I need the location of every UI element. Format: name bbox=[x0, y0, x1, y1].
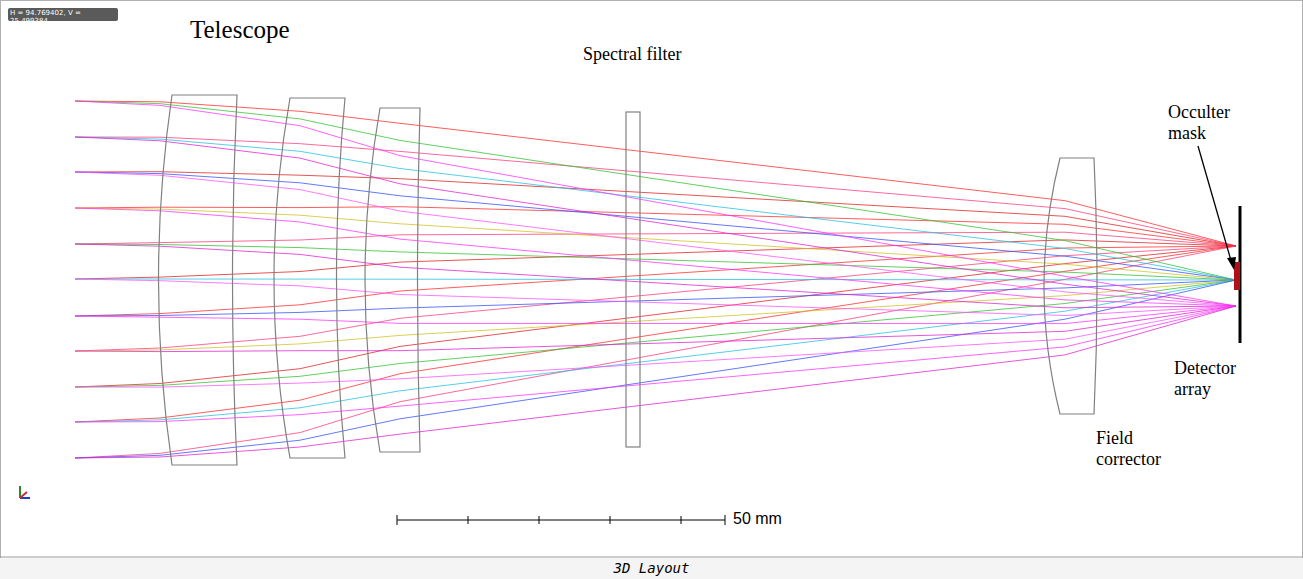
part-label: Telescope bbox=[190, 16, 350, 45]
ray bbox=[75, 208, 1236, 306]
lens-2 bbox=[274, 98, 345, 458]
ray bbox=[75, 101, 1236, 306]
ray bbox=[75, 306, 1236, 387]
scale-label: 50 mm bbox=[733, 510, 823, 528]
ray bbox=[75, 244, 1236, 280]
ray bbox=[75, 306, 1236, 324]
part-label: Field corrector bbox=[1096, 428, 1178, 469]
caption: 3D Layout bbox=[0, 560, 1303, 576]
scale-bar bbox=[397, 515, 725, 525]
ray bbox=[75, 246, 1236, 351]
footer-rule bbox=[0, 557, 1303, 558]
ray bbox=[75, 306, 1236, 352]
footer-band bbox=[0, 558, 1303, 579]
ray bbox=[75, 280, 1236, 458]
ray bbox=[75, 208, 1236, 280]
part-label: Detector array bbox=[1174, 358, 1256, 399]
arrow-head bbox=[1227, 257, 1236, 270]
ray bbox=[75, 306, 1236, 458]
part-label: Occulter mask bbox=[1168, 102, 1250, 143]
lens-3 bbox=[365, 108, 420, 452]
ray-bundle bbox=[75, 101, 1236, 458]
part-label: Spectral filter bbox=[583, 44, 753, 65]
ray bbox=[75, 280, 1236, 422]
ray bbox=[75, 137, 1236, 246]
ray bbox=[75, 137, 1236, 306]
leader-line bbox=[1198, 146, 1232, 264]
ray bbox=[75, 244, 1236, 308]
spectral-filter bbox=[626, 112, 640, 447]
ray bbox=[75, 172, 1236, 246]
ray bbox=[75, 240, 1236, 279]
ray bbox=[75, 246, 1236, 387]
ray bbox=[75, 279, 1236, 280]
ray bbox=[75, 246, 1236, 458]
ray bbox=[75, 246, 1236, 316]
ray bbox=[75, 101, 1236, 280]
lens-group bbox=[159, 95, 1098, 465]
field-corrector bbox=[1044, 158, 1097, 414]
occulter-mask bbox=[1234, 262, 1240, 290]
ray bbox=[75, 279, 1236, 316]
ray bbox=[75, 101, 1236, 246]
coordinate-readout: H = 94.769402, V = 25.499384 bbox=[10, 9, 118, 25]
axis-icon bbox=[20, 486, 30, 498]
lens-1 bbox=[159, 95, 238, 465]
ray bbox=[75, 280, 1236, 316]
ray bbox=[75, 280, 1236, 387]
ray bbox=[75, 172, 1236, 280]
ray bbox=[75, 172, 1236, 306]
ray bbox=[75, 306, 1236, 422]
